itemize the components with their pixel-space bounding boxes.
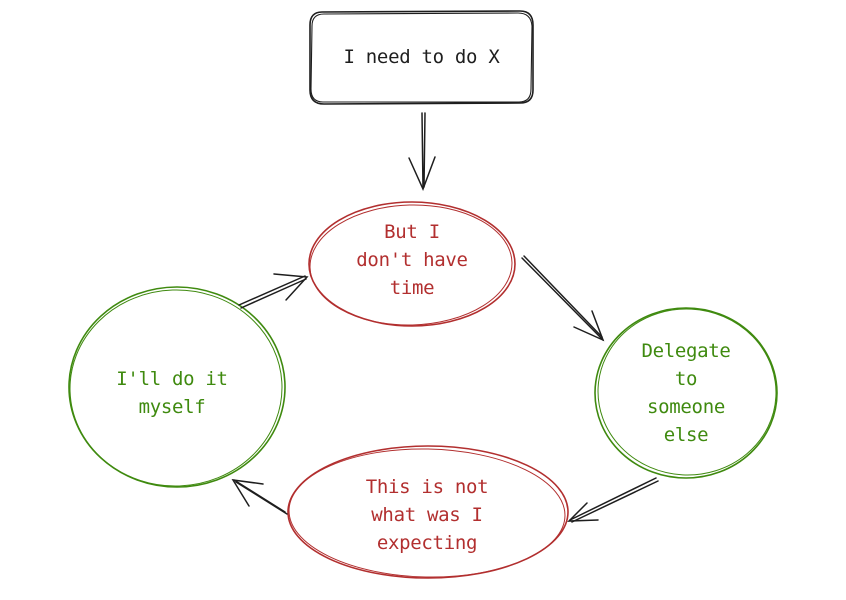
delegate-label: Delegate to someone else [641,340,731,446]
circle-delegate [594,307,778,479]
arrow-myself-to-no-time [238,273,309,309]
circle-myself [68,286,286,488]
arrow-no-time-to-delegate [521,255,605,342]
myself-label: I'll do it myself [116,368,228,418]
start-box [309,10,534,105]
start-label: I need to do X [343,46,500,68]
arrow-delegate-to-not-expected [567,477,659,523]
arrow-not-expected-to-myself [231,479,288,515]
arrow-start-to-no-time [408,112,436,191]
ellipse-not-expected [287,445,569,579]
no-time-label: But I don't have time [356,221,468,299]
not-expected-label: This is not what was I expecting [365,476,489,554]
ellipse-no-time [308,201,516,327]
